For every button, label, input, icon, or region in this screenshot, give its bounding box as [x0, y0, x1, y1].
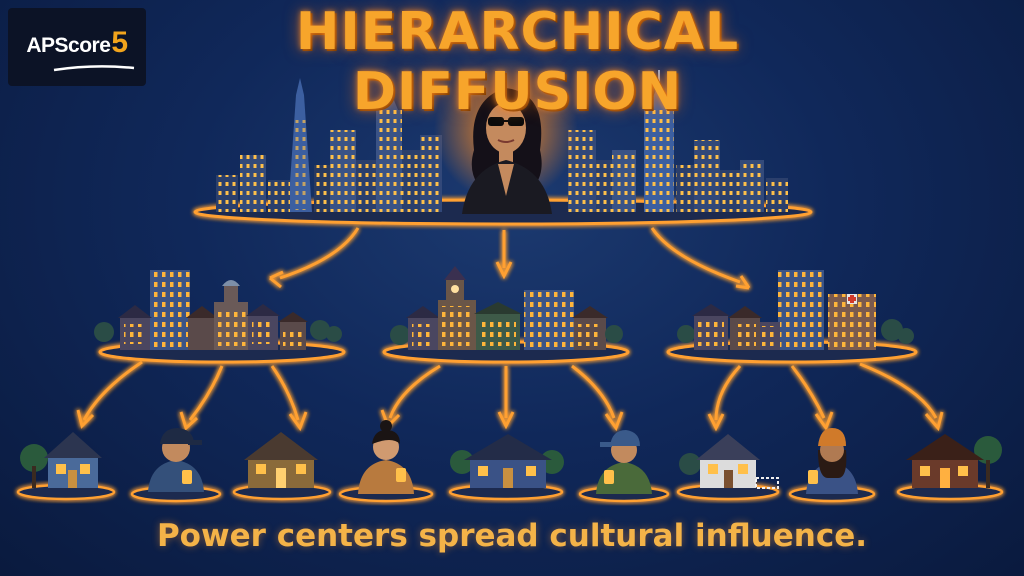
arrows-level-1 — [269, 227, 751, 290]
celebrity-icon — [434, 58, 578, 214]
logo-underline-icon — [53, 65, 135, 72]
arrow-head — [76, 409, 95, 429]
girl-with-phone-icon — [806, 428, 858, 494]
arrow — [650, 227, 741, 284]
arrow-head — [814, 411, 834, 432]
arrow-head — [604, 411, 624, 432]
arrow — [82, 360, 143, 421]
city-skyline-icon — [216, 70, 788, 212]
arrow — [714, 364, 742, 421]
arrow — [859, 362, 938, 419]
town-node-center — [382, 266, 630, 364]
town-node-right — [666, 270, 918, 364]
arrow — [279, 227, 360, 280]
arrow-head — [497, 411, 515, 430]
town-with-courthouse-icon — [94, 270, 342, 350]
boy-with-phone-icon — [148, 428, 204, 492]
brown-house-icon — [906, 434, 1002, 488]
blue-house-icon — [20, 432, 102, 488]
town-with-clocktower-church-icon — [390, 266, 623, 350]
arrow-head — [495, 261, 513, 280]
arrow — [790, 365, 826, 419]
arrow — [571, 364, 616, 419]
arrow-head — [707, 413, 725, 432]
logo-text: APScore — [26, 34, 111, 57]
woman-with-phone-icon — [358, 420, 414, 494]
apscore-logo: APScore5 — [8, 8, 146, 86]
town-with-hospital-icon — [677, 270, 914, 350]
town-node-left — [94, 270, 346, 364]
white-house-with-fence-icon — [679, 434, 779, 489]
blue-ranch-house-icon — [450, 434, 564, 488]
arrows-level-2 — [76, 360, 944, 432]
arrow — [270, 365, 300, 421]
page-title: HIERARCHICAL DIFFUSION — [295, 2, 740, 122]
arrow-head — [269, 270, 284, 289]
caption: Power centers spread cultural influence. — [156, 518, 868, 554]
logo-number: 5 — [111, 26, 128, 59]
bottom-level — [16, 420, 1004, 503]
metropolis-node — [193, 58, 813, 226]
arrow-head — [288, 411, 308, 432]
logo-wordmark: APScore5 — [26, 26, 128, 60]
arrow-head — [924, 411, 944, 432]
arrow-head — [179, 411, 199, 431]
arrow — [388, 364, 441, 419]
boy-with-phone-icon — [596, 430, 652, 494]
arrow — [188, 365, 224, 421]
yellow-house-icon — [244, 432, 318, 488]
arrow-head — [735, 275, 751, 290]
